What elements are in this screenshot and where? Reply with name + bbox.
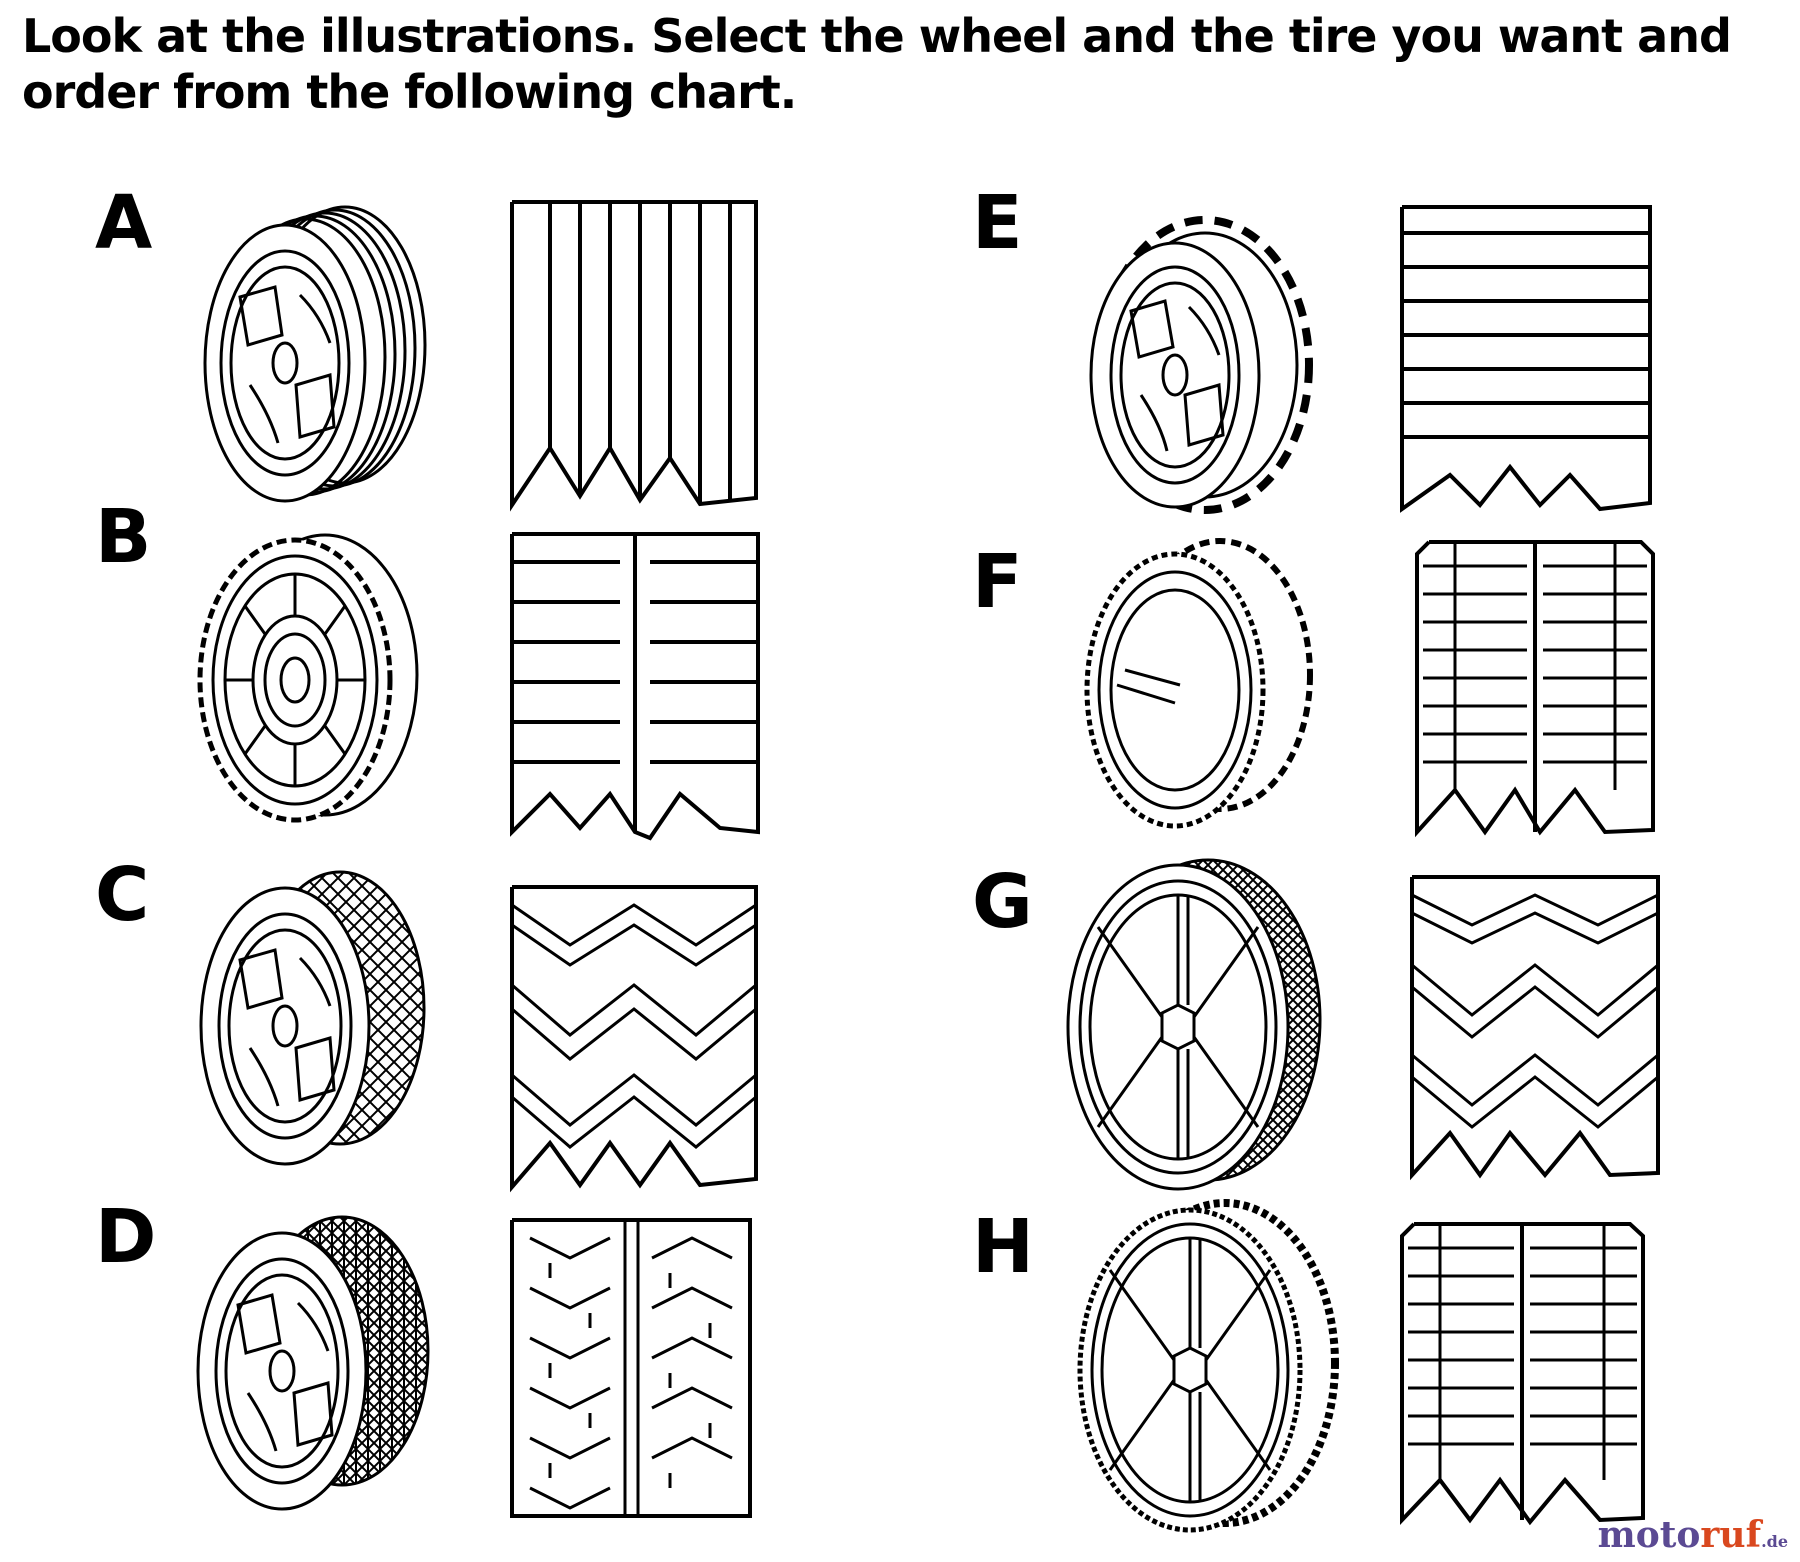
tread-a-icon[interactable] <box>510 200 758 510</box>
wheel-c-icon[interactable] <box>170 870 450 1170</box>
option-letter: D <box>95 1194 157 1280</box>
tread-d-icon[interactable] <box>510 1218 752 1523</box>
watermark-logo: motoruf.de <box>1598 1514 1788 1556</box>
instructions-text: Look at the illustrations. Select the wh… <box>22 9 1732 119</box>
tread-b-icon[interactable] <box>510 532 760 842</box>
option-letter: A <box>95 180 153 266</box>
option-letter: F <box>972 539 1023 625</box>
wheel-f-icon[interactable] <box>1055 535 1335 835</box>
wheel-g-icon[interactable] <box>1048 855 1338 1200</box>
tread-h-icon[interactable] <box>1400 1222 1645 1532</box>
option-letter: C <box>95 852 150 938</box>
option-letter: G <box>972 859 1033 945</box>
wheel-h-icon[interactable] <box>1060 1195 1350 1540</box>
tread-f-icon[interactable] <box>1415 540 1655 840</box>
option-letter: H <box>972 1204 1034 1290</box>
watermark-part: ruf <box>1700 1514 1762 1556</box>
wheel-a-icon[interactable] <box>170 205 450 505</box>
watermark-part: moto <box>1597 1514 1701 1556</box>
option-letter: E <box>972 180 1023 266</box>
tread-c-icon[interactable] <box>510 885 758 1190</box>
wheel-b-icon[interactable] <box>165 530 445 830</box>
option-letter: B <box>95 494 152 580</box>
wheel-d-icon[interactable] <box>170 1215 450 1515</box>
tread-e-icon[interactable] <box>1400 205 1652 515</box>
watermark-part: .de <box>1761 1532 1788 1551</box>
wheel-e-icon[interactable] <box>1055 215 1335 520</box>
tread-g-icon[interactable] <box>1410 875 1660 1180</box>
